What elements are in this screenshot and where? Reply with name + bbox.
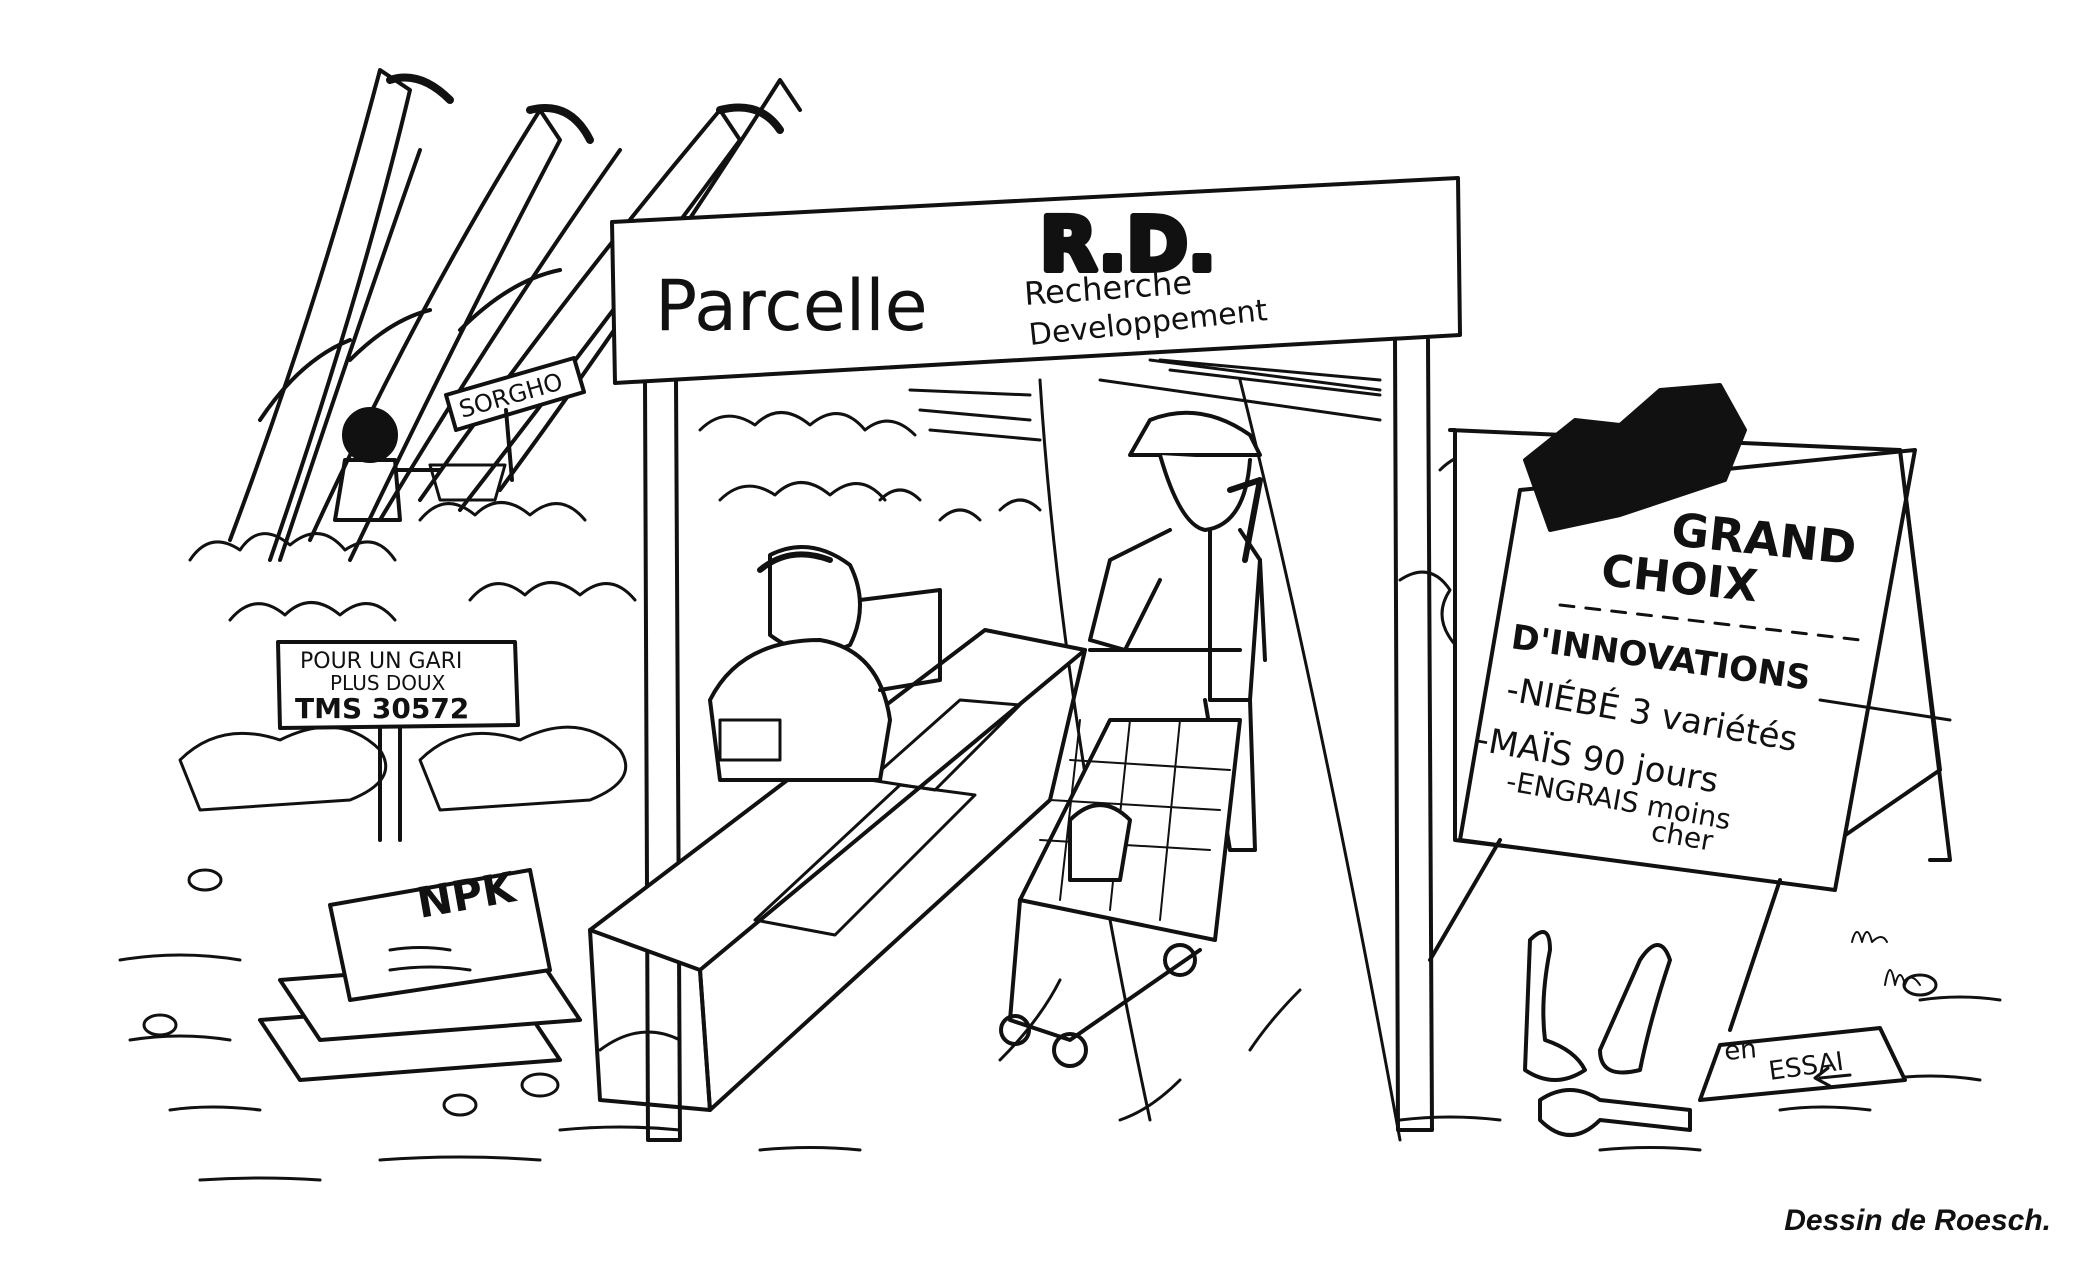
sorgho-sign: SORGHO [444,356,586,482]
old-tools [1523,930,1692,1137]
rocks [142,868,1938,1117]
ground-strokes [118,953,2002,1182]
billboard-text: GRAND CHOIX D'INNOVATIONS -NIÉBÉ 3 varié… [1473,502,1862,858]
trial-tag: en ESSAI [1698,1026,1907,1102]
farmer-in-field [333,407,507,522]
customer [1088,410,1267,852]
fertilizer-bags: NPK [258,862,582,1082]
variety-sign-line1: POUR UN GARI [300,649,462,674]
variety-sign: POUR UN GARI PLUS DOUX TMS 30572 [276,640,520,842]
seller [708,545,942,782]
artist-signature [1851,931,1921,986]
main-sign-acronym: R.D. [1040,202,1216,288]
main-sign: Parcelle R.D. Recherche Developpement [610,176,1462,385]
billboard [1428,428,1952,1032]
main-sign-posts [643,338,1434,1142]
illustration-credit: Dessin de Roesch. [1784,1204,2051,1237]
sorghum-plants [228,68,802,562]
variety-sign-line2: PLUS DOUX [330,671,446,695]
main-sign-word: Parcelle [655,265,928,347]
variety-sign-line3: TMS 30572 [295,692,469,725]
field-rows [908,358,1382,442]
trial-tag-line1: en [1723,1034,1758,1067]
year-badge: 1988 [1523,383,1747,532]
shopping-cart [999,648,1242,1068]
